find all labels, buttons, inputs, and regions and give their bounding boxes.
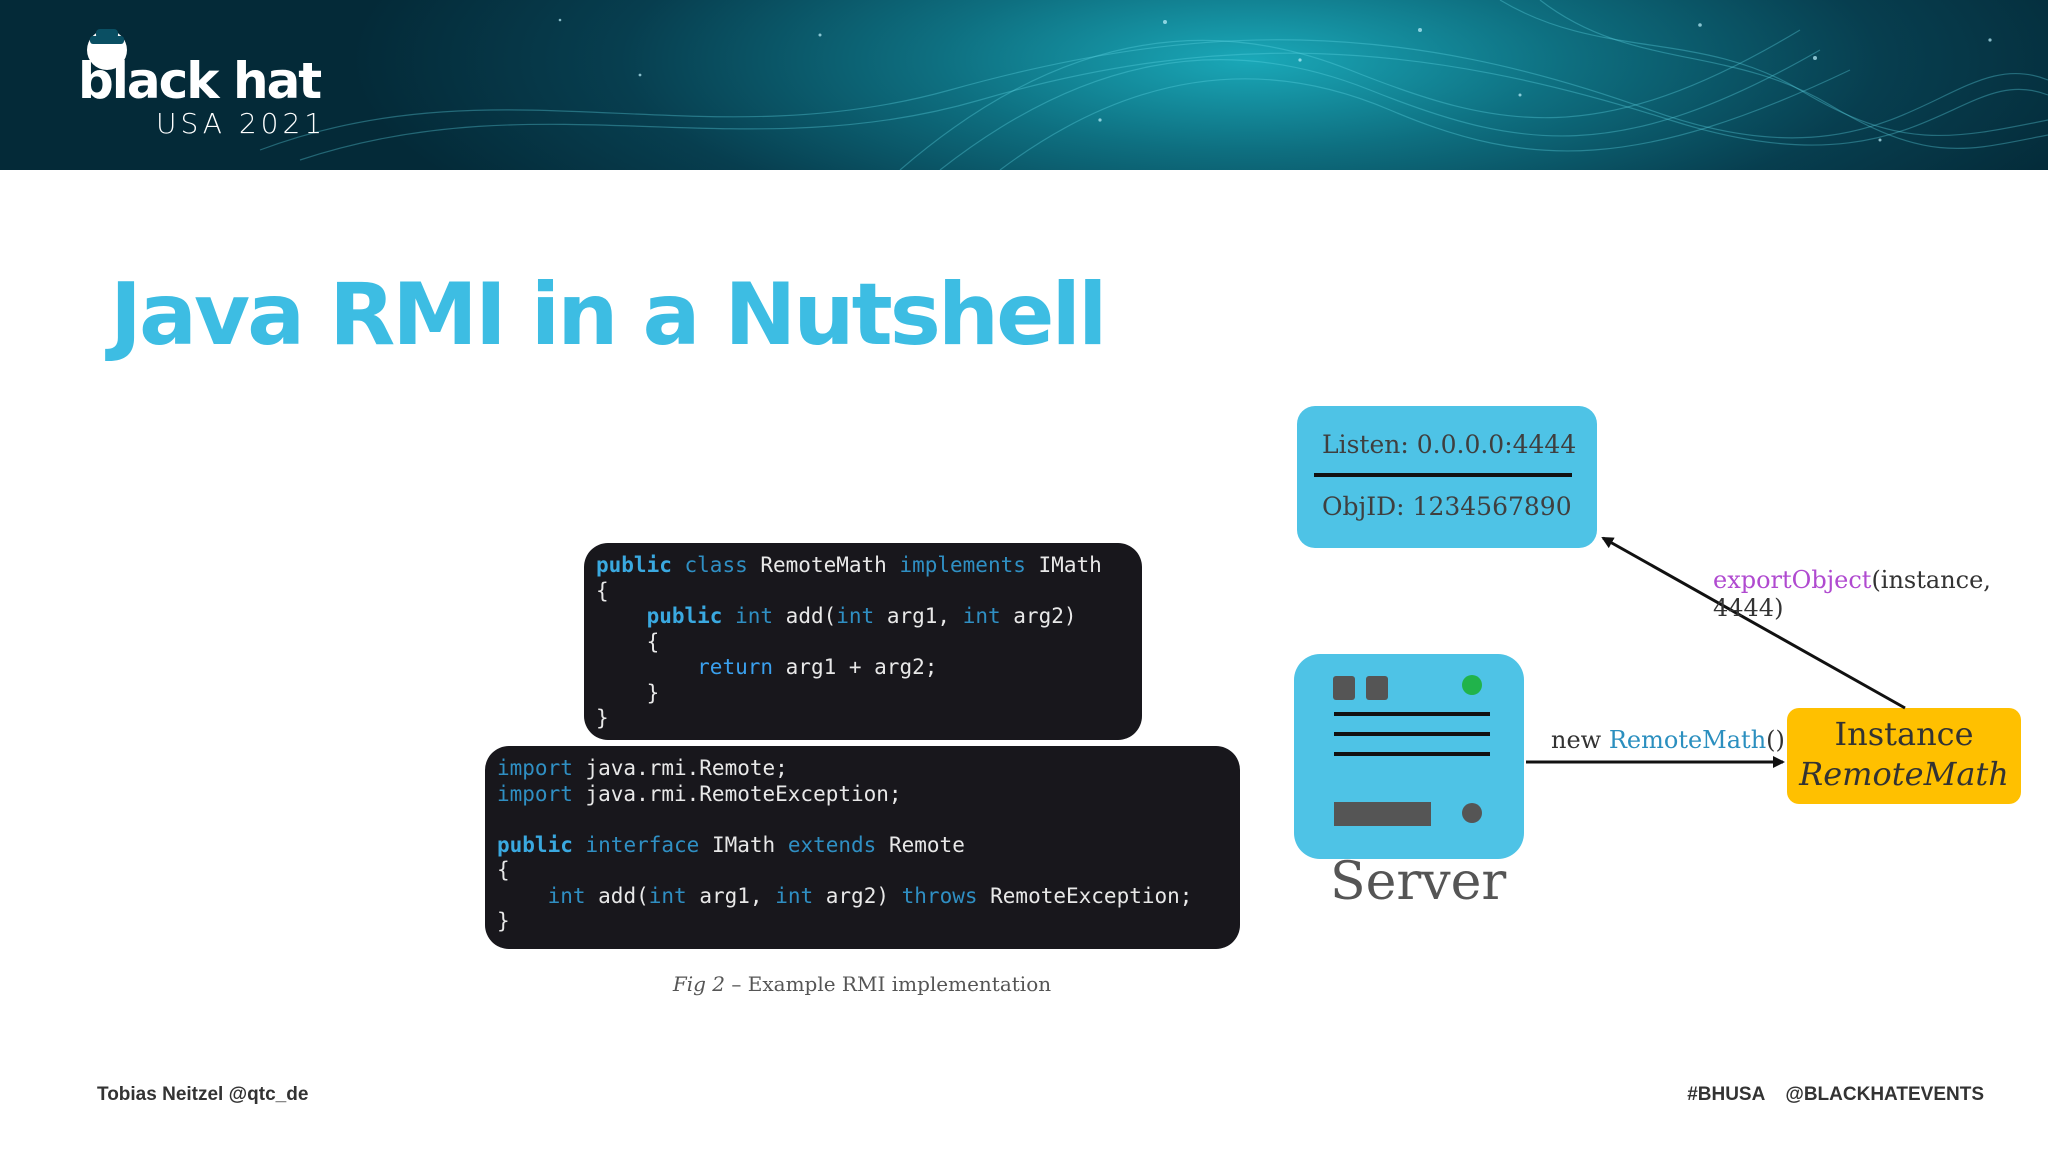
code-keyword: int xyxy=(547,883,586,908)
code-keyword: public xyxy=(646,604,723,628)
code-token: arg2) xyxy=(1000,604,1077,628)
export-method-name: exportObject xyxy=(1713,566,1872,594)
footer-tags: #BHUSA @BLACKHATEVENTS xyxy=(1687,1084,1984,1106)
code-token: java.rmi.RemoteException; xyxy=(572,781,902,806)
code-token: IMath xyxy=(699,832,788,857)
code-keyword: public xyxy=(596,553,672,577)
code-line: import java.rmi.Remote; xyxy=(497,756,1228,782)
new-class-name: RemoteMath xyxy=(1608,726,1767,754)
code-keyword: import xyxy=(497,756,573,780)
code-line: public class RemoteMath implements IMath xyxy=(596,553,1130,579)
hat-icon xyxy=(87,29,127,70)
export-object-label: exportObject(instance, 4444) xyxy=(1713,566,2048,622)
code-keyword: int xyxy=(775,883,814,908)
code-token: { xyxy=(596,629,660,654)
code-keyword: throws xyxy=(901,883,978,908)
code-line: public int add(int arg1, int arg2) xyxy=(596,604,1130,630)
black-hat-logo: black hat USA 2021 xyxy=(78,26,348,140)
object-id: ObjID: 1234567890 xyxy=(1322,492,1572,521)
code-block-imath-interface: import java.rmi.Remote;import java.rmi.R… xyxy=(485,746,1240,949)
code-token: } xyxy=(596,680,660,705)
code-token: add( xyxy=(773,604,837,628)
code-line: return arg1 + arg2; xyxy=(596,655,1130,681)
logo-event: USA 2021 xyxy=(156,107,327,140)
code-token: Remote xyxy=(876,832,965,857)
code-token: java.rmi.Remote; xyxy=(572,756,788,780)
banner-wave-graphic xyxy=(259,0,2048,170)
footer-handle: @BLACKHATEVENTS xyxy=(1785,1084,1984,1105)
code-keyword: int xyxy=(648,883,687,908)
code-keyword: int xyxy=(962,604,1001,628)
code-token: RemoteException; xyxy=(977,883,1193,908)
code-token: add( xyxy=(585,883,649,908)
code-keyword: public xyxy=(497,832,573,857)
code-token: { xyxy=(596,578,609,603)
new-parens: () xyxy=(1766,726,1785,754)
instance-box: Instance RemoteMath xyxy=(1787,708,2021,804)
code-token: } xyxy=(596,706,609,730)
new-keyword: new xyxy=(1551,726,1609,754)
code-line: } xyxy=(497,909,1228,935)
new-remote-math-label: new RemoteMath() xyxy=(1551,726,1785,754)
code-line: { xyxy=(596,630,1130,656)
code-token: arg1 + arg2; xyxy=(773,655,938,679)
footer-author: Tobias Neitzel @qtc_de xyxy=(97,1084,309,1105)
server-icon xyxy=(1294,654,1524,859)
code-line: int add(int arg1, int arg2) throws Remot… xyxy=(497,884,1228,910)
code-keyword: implements xyxy=(899,553,1026,577)
code-line: } xyxy=(596,681,1130,707)
code-token: arg2) xyxy=(813,883,902,908)
code-token: IMath xyxy=(1025,553,1102,577)
figure-caption: Fig 2 – Example RMI implementation xyxy=(0,972,1724,996)
code-line: { xyxy=(497,858,1228,884)
export-args: (instance, 4444) xyxy=(1713,566,1991,622)
slide-title: Java RMI in a Nutshell xyxy=(110,265,1107,365)
code-line: public interface IMath extends Remote xyxy=(497,833,1228,859)
code-keyword: class xyxy=(684,553,748,577)
figure-number: Fig 2 xyxy=(672,972,726,996)
code-line: } xyxy=(596,706,1130,732)
code-token: RemoteMath xyxy=(747,553,900,577)
endpoint-box: Listen: 0.0.0.0:4444 ObjID: 1234567890 xyxy=(1297,406,1597,548)
instance-class-name: RemoteMath xyxy=(1799,755,2009,793)
listen-address: Listen: 0.0.0.0:4444 xyxy=(1322,430,1577,459)
footer-hashtag: #BHUSA xyxy=(1687,1084,1766,1105)
server-label: Server xyxy=(1330,852,1507,912)
code-line: import java.rmi.RemoteException; xyxy=(497,782,1228,808)
code-keyword: return xyxy=(697,655,774,679)
code-token: arg1, xyxy=(686,883,776,908)
header-banner: black hat USA 2021 xyxy=(0,0,2048,170)
code-token: { xyxy=(497,858,510,882)
code-keyword: extends xyxy=(787,832,877,857)
instance-label: Instance xyxy=(1834,715,1974,753)
code-line: { xyxy=(596,579,1130,605)
code-keyword: import xyxy=(497,781,573,806)
figure-caption-text: – Example RMI implementation xyxy=(725,972,1052,996)
code-token: } xyxy=(497,909,510,933)
logo-wordmark: black hat xyxy=(78,52,322,110)
code-keyword: interface xyxy=(585,832,700,857)
code-keyword: int xyxy=(836,604,875,628)
code-token: arg1, xyxy=(874,604,963,628)
export-object-arrow xyxy=(1601,536,1906,710)
code-block-remote-math-class: public class RemoteMath implements IMath… xyxy=(584,543,1142,740)
endpoint-divider xyxy=(1314,473,1572,477)
code-keyword: int xyxy=(735,604,774,628)
